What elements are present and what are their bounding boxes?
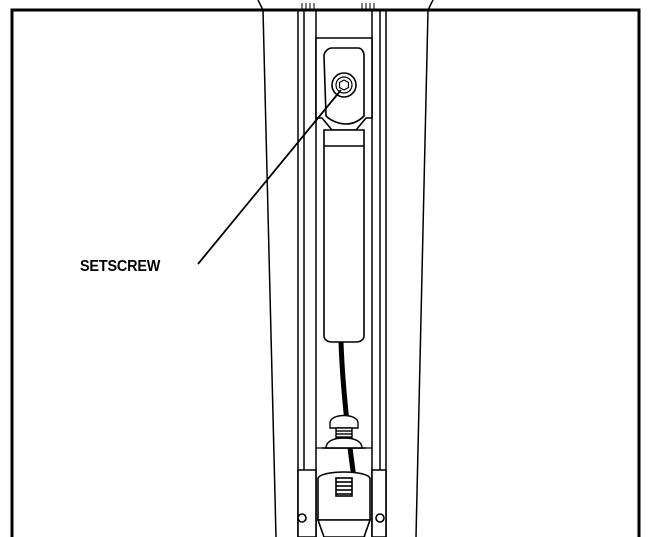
frame-border bbox=[10, 8, 641, 537]
outer-column bbox=[257, 0, 434, 537]
top-hatch bbox=[301, 3, 375, 10]
setscrew-icon bbox=[331, 72, 357, 98]
lower-bolt-icon bbox=[316, 414, 372, 449]
leader-line bbox=[197, 89, 342, 265]
setscrew-label: SETSCREW bbox=[80, 258, 161, 275]
lower-bracket bbox=[297, 469, 387, 537]
cylinder bbox=[323, 129, 365, 343]
